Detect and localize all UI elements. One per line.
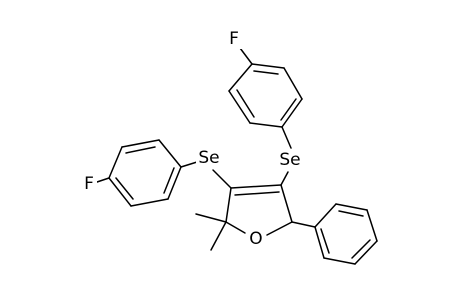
bond: [236, 89, 255, 118]
bond: [225, 221, 246, 234]
ring-top-fluorophenyl: [228, 47, 303, 128]
bond: [323, 257, 356, 265]
bond: [354, 240, 378, 265]
bond: [314, 203, 337, 228]
bond: [320, 228, 330, 254]
bond: [280, 98, 297, 121]
bond: [314, 226, 325, 259]
bond: [225, 187, 232, 223]
bond: [234, 191, 280, 196]
bond: [281, 126, 292, 149]
bond: [108, 177, 132, 207]
bond: [338, 210, 364, 217]
bond: [158, 139, 182, 168]
atom-label-f-top: F: [226, 29, 242, 49]
bond: [280, 171, 289, 186]
bond: [212, 169, 232, 189]
bond: [228, 90, 251, 124]
ring-phenyl: [291, 203, 378, 265]
atom-text: Se: [279, 150, 300, 170]
bond: [351, 239, 371, 259]
bond: [253, 70, 279, 75]
atom-text: F: [229, 29, 239, 49]
bond: [115, 177, 134, 200]
atom-text: F: [84, 174, 94, 194]
bond: [210, 221, 227, 251]
bond: [251, 63, 285, 69]
bond: [180, 161, 198, 168]
atom-label-o-ring: O: [247, 228, 265, 250]
bond: [96, 177, 110, 183]
bond: [291, 221, 316, 228]
atom-label-se-left: Se: [196, 148, 222, 168]
bond: [195, 213, 227, 223]
bond: [121, 139, 160, 148]
atom-text: O: [249, 229, 262, 249]
bond: [335, 203, 368, 211]
bond: [266, 221, 293, 236]
bond: [108, 146, 123, 179]
atom-label-f-left: F: [81, 174, 97, 194]
bond: [280, 184, 293, 223]
atom-label-se-top: Se: [277, 150, 303, 170]
ring-left-fluorophenyl: [96, 139, 182, 207]
ring-dihydrofuran: [225, 184, 293, 236]
bond: [366, 209, 378, 242]
bond: [249, 122, 283, 128]
bond: [283, 67, 303, 100]
bond: [230, 184, 282, 189]
atom-text: Se: [198, 148, 219, 168]
bond: [239, 47, 253, 65]
bond: [281, 98, 303, 128]
bond: [228, 63, 253, 92]
bond: [130, 198, 169, 207]
bond: [125, 146, 156, 154]
bond: [167, 166, 182, 200]
bond: [163, 167, 175, 194]
